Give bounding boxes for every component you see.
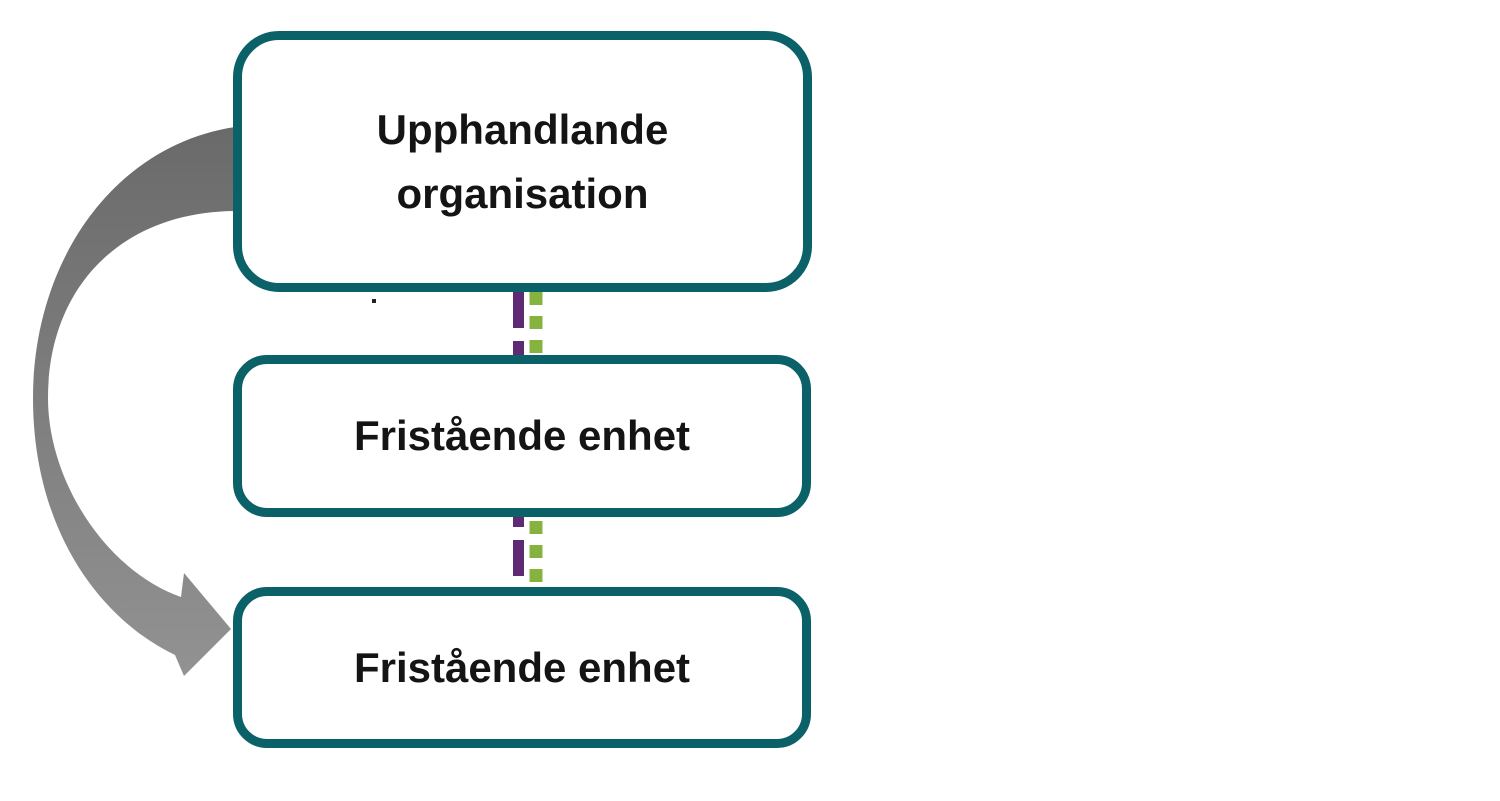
stray-dot: [372, 299, 376, 303]
node-fristaende-enhet-2: Fristående enhet: [233, 587, 811, 748]
curved-arrow: [33, 127, 235, 676]
node-label: Fristående enhet: [353, 412, 691, 459]
node-label: Fristående enhet: [353, 643, 691, 691]
node-label: Upphandlande organisation: [376, 105, 669, 217]
node-fristaende-enhet-1: Fristående enhet: [233, 355, 811, 517]
node-upphandlande-organisation: Upphandlande organisation: [233, 31, 812, 292]
